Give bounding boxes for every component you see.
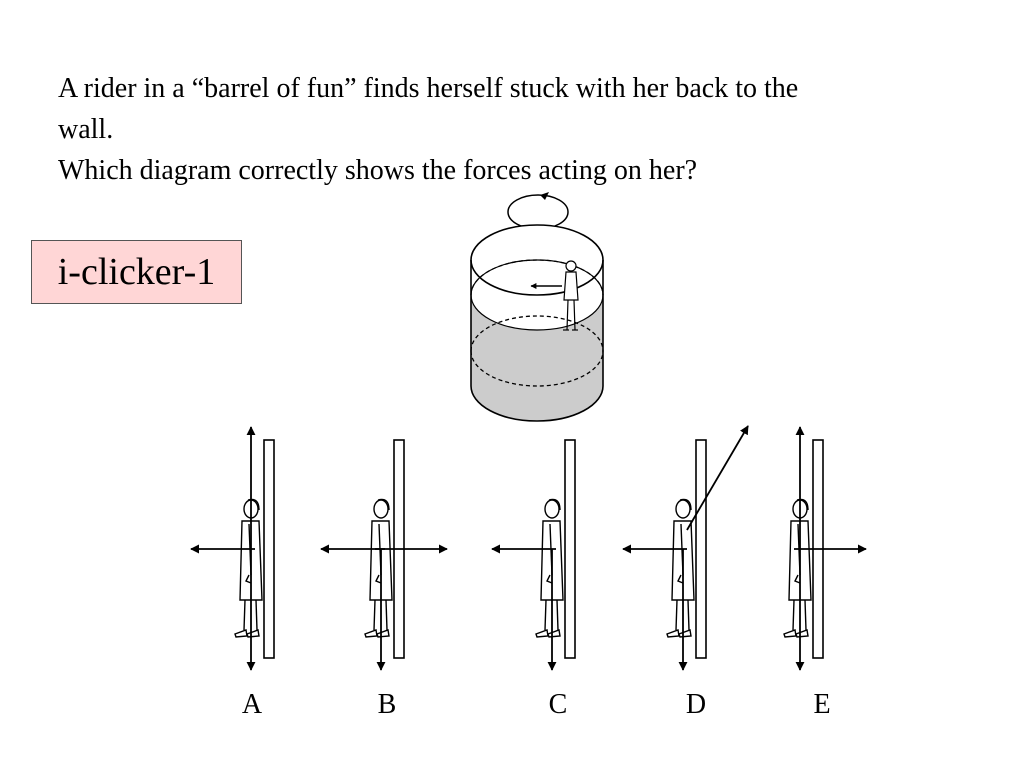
option-e-diagram xyxy=(783,426,867,671)
rider-figure-icon xyxy=(666,498,695,638)
option-label-e: E xyxy=(813,689,831,720)
iclicker-badge: i-clicker-1 xyxy=(31,240,242,304)
rider-figure-icon xyxy=(783,498,812,638)
question-line-1: A rider in a “barrel of fun” finds herse… xyxy=(58,73,799,104)
question-text: A rider in a “barrel of fun” finds herse… xyxy=(58,68,988,191)
option-diagrams xyxy=(190,425,867,671)
barrel-rider-icon xyxy=(563,260,579,331)
option-label-d: D xyxy=(685,689,707,720)
option-label-c: C xyxy=(548,689,568,720)
option-b-diagram xyxy=(320,439,448,671)
option-label-b: B xyxy=(377,689,397,720)
wall xyxy=(564,439,576,659)
rider-figure-icon xyxy=(535,498,564,638)
wall xyxy=(263,439,275,659)
question-line-2: wall. xyxy=(58,114,114,145)
rotation-arrow-icon xyxy=(507,192,569,230)
option-a-diagram xyxy=(190,426,275,671)
barrel-illustration xyxy=(470,224,604,422)
question-line-3: Which diagram correctly shows the forces… xyxy=(58,155,698,186)
option-d-diagram xyxy=(622,425,749,671)
rider-figure-icon xyxy=(364,498,393,638)
wall xyxy=(695,439,707,659)
option-label-a: A xyxy=(241,689,263,720)
option-c-diagram xyxy=(491,439,576,671)
force-arrow-up-right xyxy=(686,425,749,531)
rider-figure-icon xyxy=(234,498,263,638)
